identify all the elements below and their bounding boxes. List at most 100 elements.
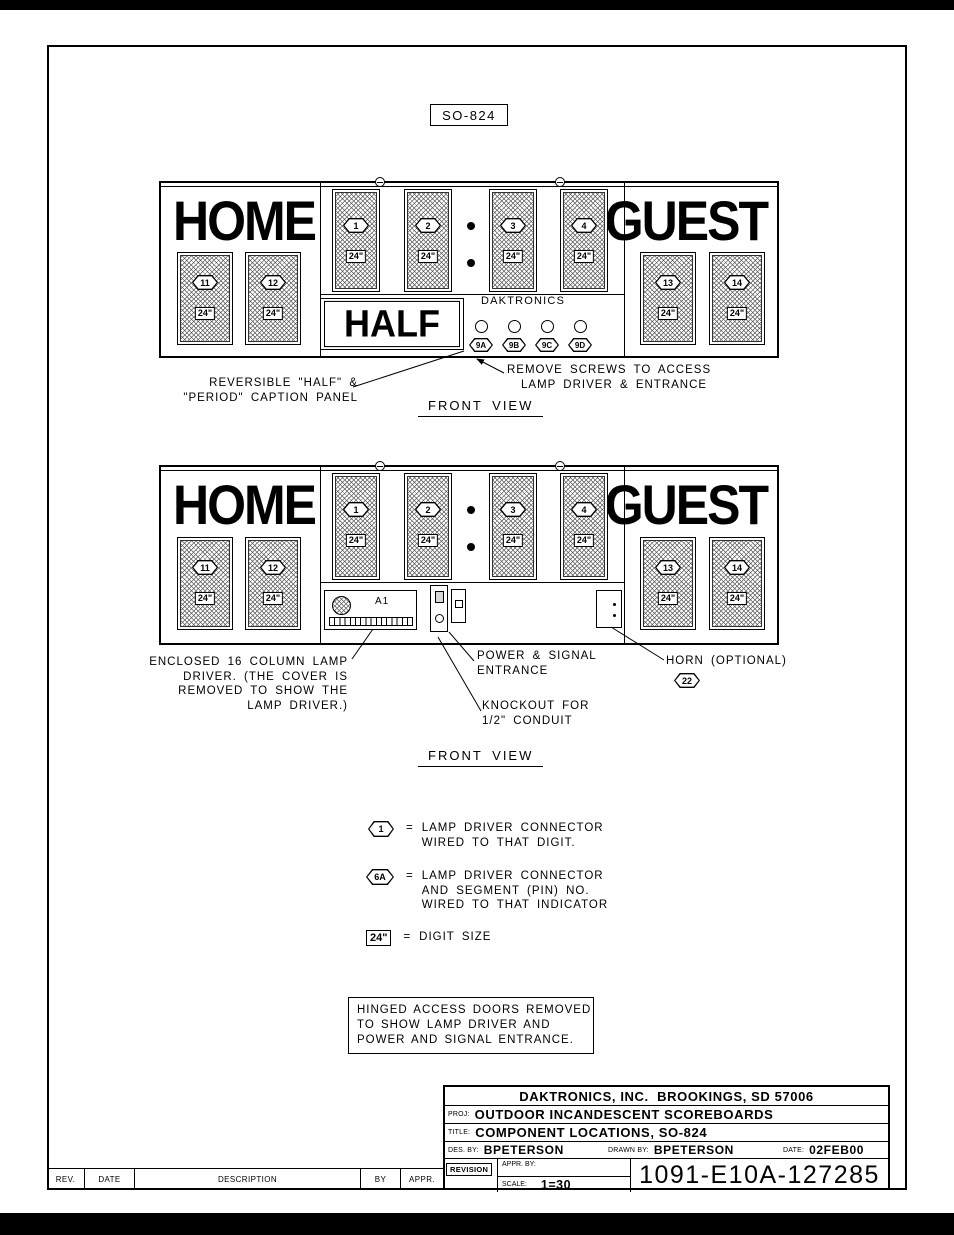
scoreboard-top-edge [161, 470, 777, 471]
screw-icon [555, 177, 565, 187]
digit-panel-face [180, 540, 230, 627]
date-label: DATE: [783, 1146, 805, 1154]
brand-label: DAKTRONICS [481, 295, 566, 307]
model-number-box: SO-824 [430, 104, 508, 126]
lamp-driver-annotation: ENCLOSED 16 COLUMN LAMP DRIVER. (THE COV… [148, 655, 348, 713]
title-row: TITLE: COMPONENT LOCATIONS, SO-824 [445, 1124, 888, 1142]
scoreboard-front-view-open: HOME GUEST 1 24" 2 24" 3 24" 4 24" 11 24… [159, 461, 779, 645]
appr-by-label: APPR. BY: [502, 1161, 536, 1168]
section-divider-right [624, 467, 625, 643]
terminal-block [435, 591, 444, 603]
note-line: POWER AND SIGNAL ENTRANCE. [357, 1034, 574, 1046]
digit-panel-12: 12 24" [245, 537, 301, 630]
digit-ref-hex: 13 [655, 275, 681, 290]
digit-panel-face [407, 192, 449, 289]
digit-ref: 3 [501, 503, 525, 516]
revision-label: REVISION [446, 1163, 493, 1176]
digit-size-box: 24" [657, 592, 679, 605]
digit-panel-2: 2 24" [404, 473, 452, 580]
scoreboard-top-edge [161, 186, 777, 187]
digit-ref-hex: 2 [415, 218, 441, 233]
digit-panel-1: 1 24" [332, 473, 380, 580]
legend-hex-icon: 1 [368, 821, 394, 837]
front-view-label-1: FRONT VIEW [418, 398, 544, 417]
digit-ref-hex: 3 [500, 218, 526, 233]
legend-text: LAMP DRIVER CONNECTOR AND SEGMENT (PIN) … [422, 869, 608, 913]
remove-screws-annotation: REMOVE SCREWS TO ACCESS LAMP DRIVER & EN… [507, 363, 711, 392]
digit-panel-14: 14 24" [709, 252, 765, 345]
digit-size-box: 24" [573, 250, 595, 263]
legend-digit-size: 24" = DIGIT SIZE [366, 930, 491, 946]
digit-ref-hex: 11 [192, 275, 218, 290]
digit-panel-13: 13 24" [640, 537, 696, 630]
note-line: TO SHOW LAMP DRIVER AND [357, 1019, 551, 1031]
digit-panel-13: 13 24" [640, 252, 696, 345]
legend-digit-connector: 1 = LAMP DRIVER CONNECTOR WIRED TO THAT … [368, 821, 604, 850]
annotation-line: REMOVE SCREWS TO ACCESS [507, 364, 712, 376]
digit-ref-hex: 14 [724, 560, 750, 575]
des-by-label: DES. BY: [448, 1146, 479, 1154]
legend-line: LAMP DRIVER CONNECTOR [421, 870, 604, 882]
equals-sign: = [406, 870, 414, 882]
scan-edge-top [0, 0, 954, 10]
digit-ref: 11 [193, 276, 217, 289]
by-header: BY [361, 1169, 401, 1190]
note-box: HINGED ACCESS DOORS REMOVED TO SHOW LAMP… [348, 997, 594, 1054]
digit-ref-hex: 4 [571, 502, 597, 517]
digit-panel-face [712, 255, 762, 342]
digit-size-box: 24" [194, 592, 216, 605]
horn-ref-hex: 22 [674, 673, 700, 688]
digit-size-box: 24" [573, 534, 595, 547]
drawn-by-value: BPETERSON [653, 1143, 734, 1157]
digit-panel-11: 11 24" [177, 537, 233, 630]
digit-ref-hex: 14 [724, 275, 750, 290]
digit-ref: 12 [261, 561, 285, 574]
description-header: DESCRIPTION [135, 1169, 361, 1190]
digit-panel-12: 12 24" [245, 252, 301, 345]
appr-header: APPR. [408, 1175, 435, 1184]
colon-dot [467, 543, 475, 551]
annotation-line: POWER & SIGNAL [477, 650, 597, 662]
digit-size-box: 24" [345, 250, 367, 263]
power-signal-entrance-component [430, 585, 448, 632]
front-view-label-2: FRONT VIEW [418, 748, 544, 767]
colon-dot [467, 259, 475, 267]
digit-panel-face [643, 540, 693, 627]
digit-ref-hex: 12 [260, 560, 286, 575]
horn-mount-dot [613, 603, 616, 606]
scale-label: SCALE: [502, 1181, 527, 1188]
annotation-line: DRIVER. (THE COVER IS [183, 670, 348, 683]
connector-block [455, 600, 463, 608]
guest-label: GUEST [604, 473, 769, 537]
legend-hex-icon: 6A [366, 869, 394, 885]
digit-size-box: 24" [194, 307, 216, 320]
digit-panel-4: 4 24" [560, 473, 608, 580]
project-row: PROJ: OUTDOOR INCANDESCENT SCOREBOARDS [445, 1106, 888, 1124]
approval-row: REVISION APPR. BY: SCALE: 1=30 1091-E10A… [445, 1159, 888, 1192]
annotation-line: ENTRANCE [477, 664, 549, 677]
digit-panel-4: 4 24" [560, 189, 608, 292]
center-divider [320, 582, 624, 583]
center-divider [320, 294, 624, 295]
digit-ref: 14 [725, 276, 749, 289]
digit-ref-hex: 11 [192, 560, 218, 575]
digit-ref-hex: 1 [343, 502, 369, 517]
digit-ref-hex: 12 [260, 275, 286, 290]
des-by-value: BPETERSON [483, 1143, 564, 1157]
title-label: TITLE: [448, 1129, 471, 1136]
digit-panel-14: 14 24" [709, 537, 765, 630]
digit-size-box: 24" [502, 534, 524, 547]
digit-panel-face [563, 476, 605, 577]
date-value: 02FEB00 [809, 1143, 865, 1157]
lamp-driver-connector-strip [329, 617, 413, 626]
power-entrance-annotation: POWER & SIGNAL ENTRANCE [477, 649, 597, 678]
signal-entrance-component [451, 589, 466, 623]
credits-row: DES. BY: BPETERSON DRAWN BY: BPETERSON D… [445, 1142, 888, 1159]
indicator-ref: 9A [470, 339, 492, 351]
company-line: DAKTRONICS, INC. BROOKINGS, SD 57006 [445, 1087, 888, 1106]
annotation-line: LAMP DRIVER & ENTRANCE [521, 378, 708, 391]
digit-panel-3: 3 24" [489, 473, 537, 580]
digit-ref-hex: 4 [571, 218, 597, 233]
indicator-ref: 9B [503, 339, 525, 351]
digit-size-box: 24" [657, 307, 679, 320]
